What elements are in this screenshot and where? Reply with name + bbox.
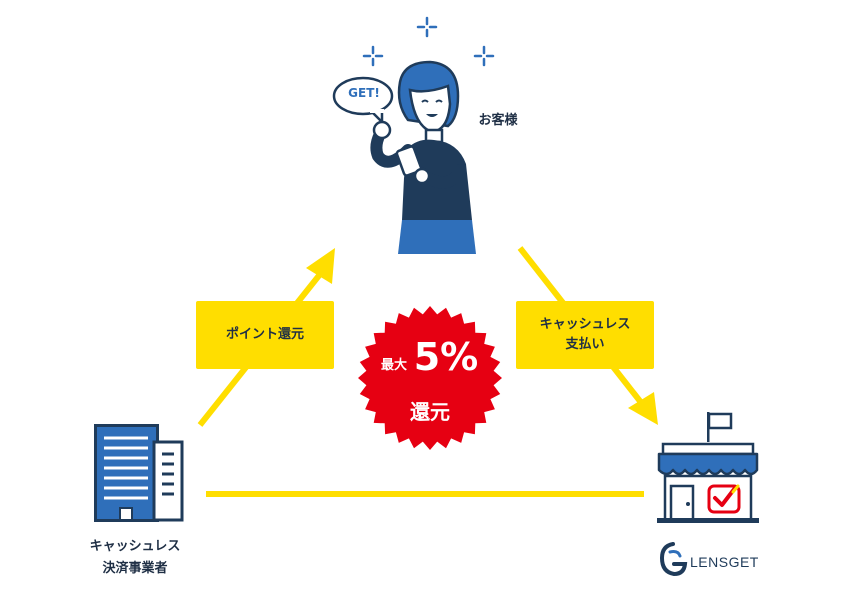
cashless-payment-line2: 支払い xyxy=(565,337,605,352)
badge-prefix: 最大 xyxy=(380,358,407,373)
arrow-points-head xyxy=(306,248,335,284)
provider-label-line2: 決済事業者 xyxy=(102,561,168,576)
provider-label: キャッシュレス 決済事業者 xyxy=(70,536,200,580)
arrow-pay-head xyxy=(628,392,658,425)
lensget-logo-icon xyxy=(659,542,688,577)
badge-value: 5% xyxy=(413,335,479,379)
cashless-check-icon xyxy=(707,484,741,514)
provider-label-line1: キャッシュレス xyxy=(89,539,181,554)
badge-suffix: 還元 xyxy=(410,400,450,424)
customer-label: お客様 xyxy=(478,113,518,128)
speech-bubble-text: GET! xyxy=(348,86,380,100)
speech-bubble-icon xyxy=(332,76,394,124)
reward-badge-icon xyxy=(358,306,502,450)
smartphone-icon xyxy=(395,145,423,177)
cashless-payment-line1: キャッシュレス xyxy=(539,317,631,332)
store-icon xyxy=(657,412,759,523)
points-return-label: ポイント還元 xyxy=(196,301,334,369)
cashless-payment-label: キャッシュレス 支払い xyxy=(516,301,654,369)
lensget-logo-text: LENSGET xyxy=(690,554,759,570)
points-return-text: ポイント還元 xyxy=(225,327,304,342)
office-building-icon xyxy=(94,424,184,522)
customer-illustration xyxy=(332,60,476,254)
